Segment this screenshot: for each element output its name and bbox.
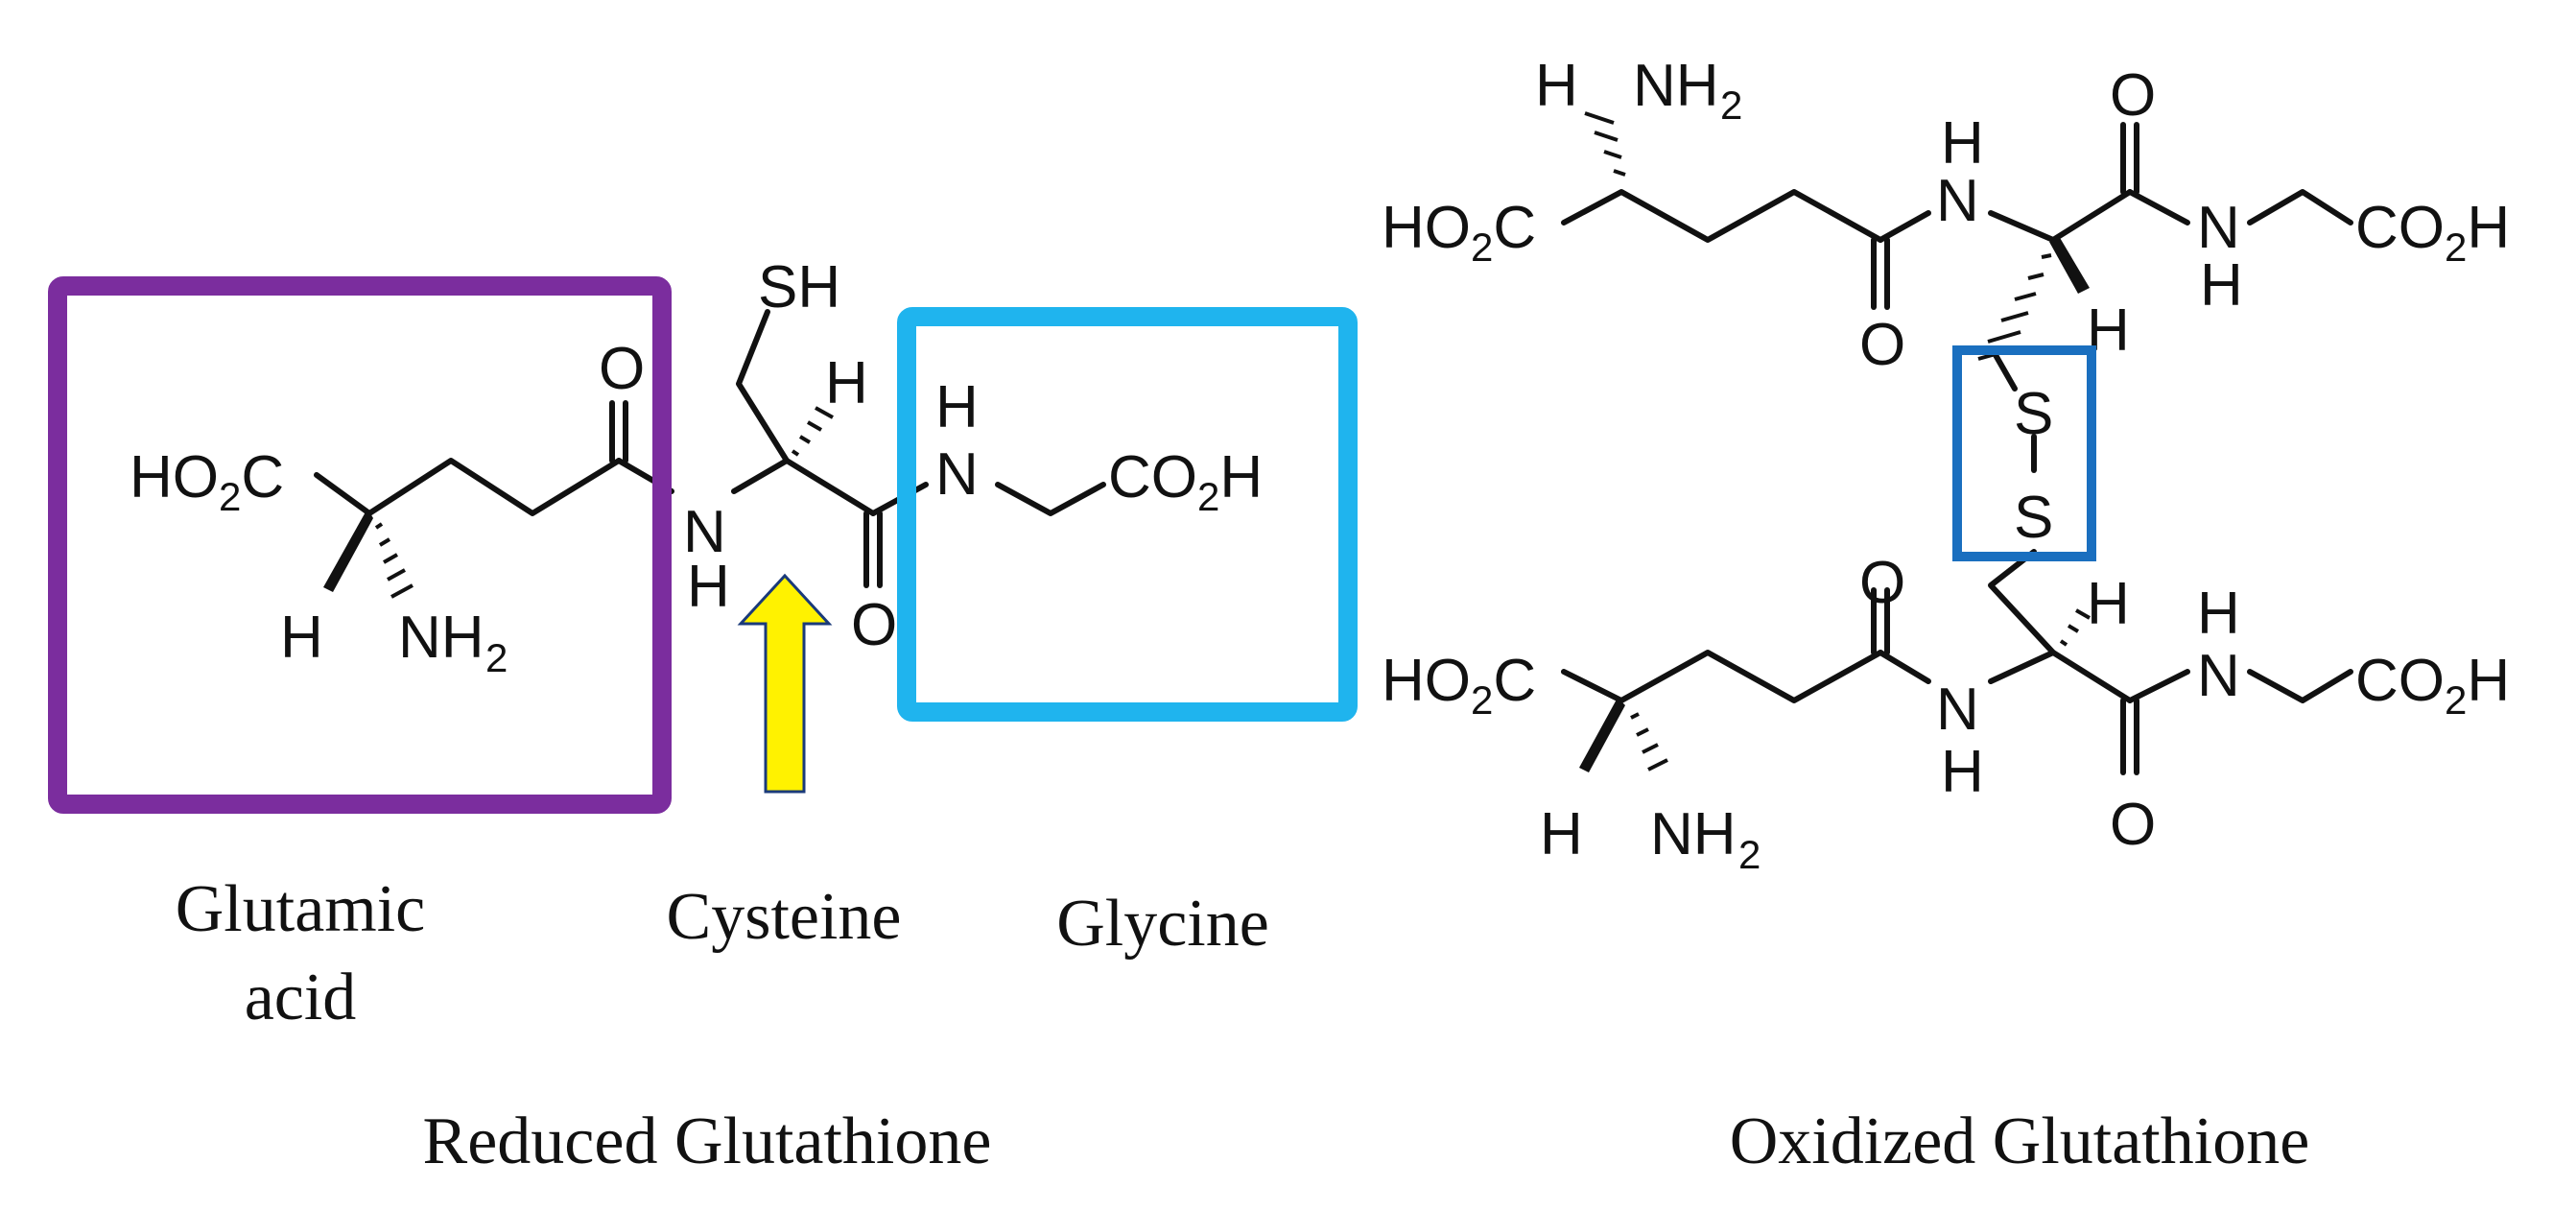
caption-cysteine: Cysteine	[667, 880, 902, 954]
bond	[1988, 189, 2133, 243]
atom-label: H	[2197, 581, 2240, 647]
bond	[736, 309, 790, 463]
caption-glycine: Glycine	[1056, 887, 1269, 961]
hashed-bond	[791, 406, 834, 457]
atom-label: N	[2197, 643, 2240, 709]
hashed-bond	[374, 522, 414, 599]
hashed-bond	[1584, 111, 1626, 177]
wedge-bond	[1579, 698, 1625, 772]
cysteine-arrow	[737, 573, 833, 794]
bond	[1878, 650, 1931, 684]
atom-label: H	[1941, 739, 1984, 805]
atom-label: N	[1936, 677, 1979, 743]
wedge-bond	[323, 509, 373, 592]
atom-label: CO2H	[1108, 444, 1263, 519]
atom-label: HO2C	[1382, 195, 1536, 270]
atom-label: H	[280, 605, 323, 671]
hashed-bond	[1630, 712, 1668, 772]
atom-label: HO2C	[130, 444, 284, 519]
atom-label: N	[1936, 168, 1979, 234]
glycine-box	[897, 307, 1358, 722]
atom-label: O	[851, 592, 897, 658]
bond	[1878, 210, 1931, 243]
caption-glutamic-acid-line2: acid	[245, 961, 357, 1034]
bond	[2247, 669, 2353, 703]
atom-label: H	[825, 350, 868, 416]
caption-glutamic-acid-line1: Glutamic	[176, 872, 425, 946]
bond	[1988, 549, 2056, 655]
atom-label: H	[2087, 571, 2130, 637]
atom-label: O	[2110, 792, 2156, 858]
atom-label: 2	[1738, 832, 1761, 877]
reduced-glutathione-structure: HO2C H NH 2 O N H SH H O H N CO2H	[130, 254, 1263, 680]
bond	[2127, 189, 2190, 226]
atom-label: N	[683, 499, 726, 565]
atom-label: NH	[1650, 801, 1737, 867]
atom-label: H	[687, 554, 730, 620]
bond	[1561, 650, 1883, 703]
atom-label: HO2C	[1382, 648, 1536, 723]
atom-label: O	[1859, 312, 1905, 378]
hashed-bond	[2059, 608, 2091, 647]
bond	[314, 458, 622, 516]
atom-label: CO2H	[2355, 195, 2510, 270]
atom-label: SH	[758, 254, 840, 321]
atom-label: H	[1941, 110, 1984, 177]
atom-label: N	[2197, 195, 2240, 261]
disulfide-bond-box	[1952, 345, 2096, 561]
atom-label: NH	[398, 605, 484, 671]
atom-label: 2	[485, 635, 508, 680]
wedge-bond	[2049, 236, 2090, 294]
atom-label: H	[935, 374, 979, 440]
bond	[1561, 189, 1883, 243]
glutamic-acid-box	[48, 276, 672, 814]
atom-label: H	[2200, 252, 2243, 319]
bond	[731, 458, 876, 516]
atom-label: H	[1535, 53, 1578, 119]
atom-label: H	[1540, 801, 1583, 867]
hashed-bond	[1977, 253, 2052, 361]
bond	[1993, 352, 2018, 392]
oxidized-glutathione-title: Oxidized Glutathione	[1730, 1104, 2310, 1178]
bond	[1988, 650, 2133, 703]
atom-label: O	[2110, 62, 2156, 129]
atom-label: CO2H	[2355, 648, 2510, 723]
bond	[2127, 669, 2190, 703]
reduced-glutathione-title: Reduced Glutathione	[423, 1104, 992, 1178]
atom-label: O	[599, 336, 645, 402]
atom-label: O	[1859, 550, 1905, 616]
bond	[995, 482, 1106, 516]
atom-label: 2	[1720, 83, 1742, 128]
atom-label: NH	[1633, 53, 1719, 119]
atom-label: S	[2014, 485, 2053, 551]
atom-label: S	[2014, 381, 2053, 447]
atom-label: N	[935, 441, 979, 508]
oxidized-glutathione-structure: H NH 2 HO2C O H N O N H H CO2H S S O H H…	[1382, 53, 2510, 877]
bond	[2247, 189, 2353, 226]
